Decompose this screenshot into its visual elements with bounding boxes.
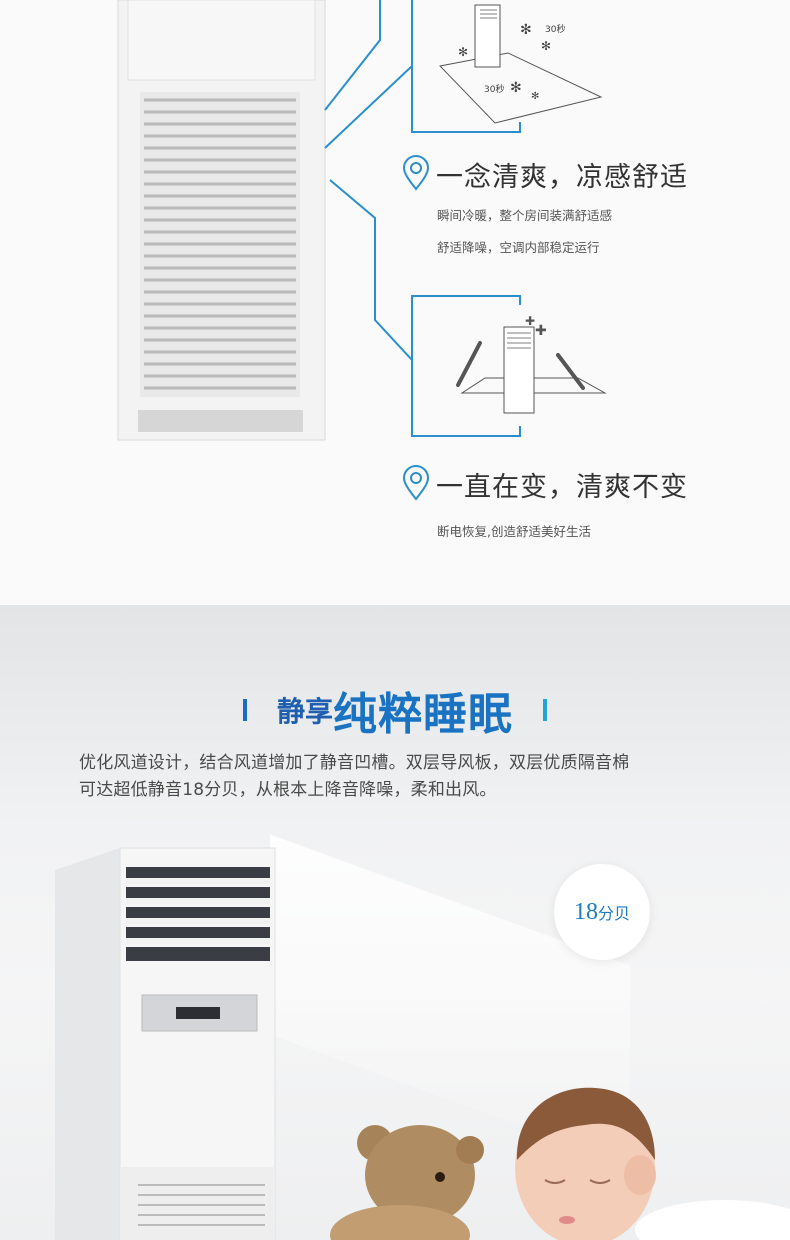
svg-text:✻: ✻ [531, 91, 539, 102]
timer-label: 30秒 [484, 85, 505, 95]
title-main: 纯粹睡眠 [333, 689, 513, 740]
decibel-value: 18 [573, 898, 598, 925]
feature-heading: 一直在变，清爽不变 [436, 472, 688, 503]
svg-text:✚: ✚ [535, 323, 547, 339]
top-section: ✻ ✻ ✻ ✻ ✻ 30秒 30秒 一念清爽，凉感舒适 瞬间冷暖，整个房间装满舒… [0, 0, 790, 605]
cooling-illustration: ✻ ✻ ✻ ✻ ✻ [438, 4, 603, 124]
section-paragraph: 可达超低静音18分贝，从根本上降音降噪，柔和出风。 [79, 780, 497, 800]
svg-text:✚: ✚ [525, 314, 535, 328]
section-title: 静享纯粹睡眠 [0, 678, 790, 742]
connector-lines [324, 0, 521, 437]
svg-text:✻: ✻ [458, 45, 468, 59]
decibel-unit: 分贝 [597, 904, 630, 923]
section-paragraph: 优化风道设计，结合风道增加了静音凹槽。双层导风板，双层优质隔音棉 [79, 753, 630, 773]
svg-text:✻: ✻ [510, 80, 522, 96]
location-pin-icon [402, 155, 430, 191]
location-pin-icon [402, 465, 430, 501]
sleeping-baby-image [515, 1087, 790, 1240]
ac-unit-illustration [117, 0, 326, 441]
feature-text: 舒适降噪，空调内部稳定运行 [437, 240, 600, 255]
title-bar-left [242, 699, 247, 721]
title-bar-right [543, 699, 547, 721]
svg-text:✻: ✻ [520, 22, 532, 38]
feature-text: 瞬间冷暖，整个房间装满舒适感 [437, 208, 613, 223]
timer-label: 30秒 [545, 25, 566, 35]
maintenance-illustration: ✚ ✚ [456, 314, 607, 414]
svg-text:✻: ✻ [541, 39, 551, 53]
feature-heading: 一念清爽，凉感舒适 [436, 162, 688, 193]
title-prefix: 静享 [276, 695, 333, 728]
feature-text: 断电恢复,创造舒适美好生活 [437, 524, 591, 539]
floor-ac-unit [55, 847, 276, 1240]
teddy-bear-image [330, 1125, 484, 1240]
